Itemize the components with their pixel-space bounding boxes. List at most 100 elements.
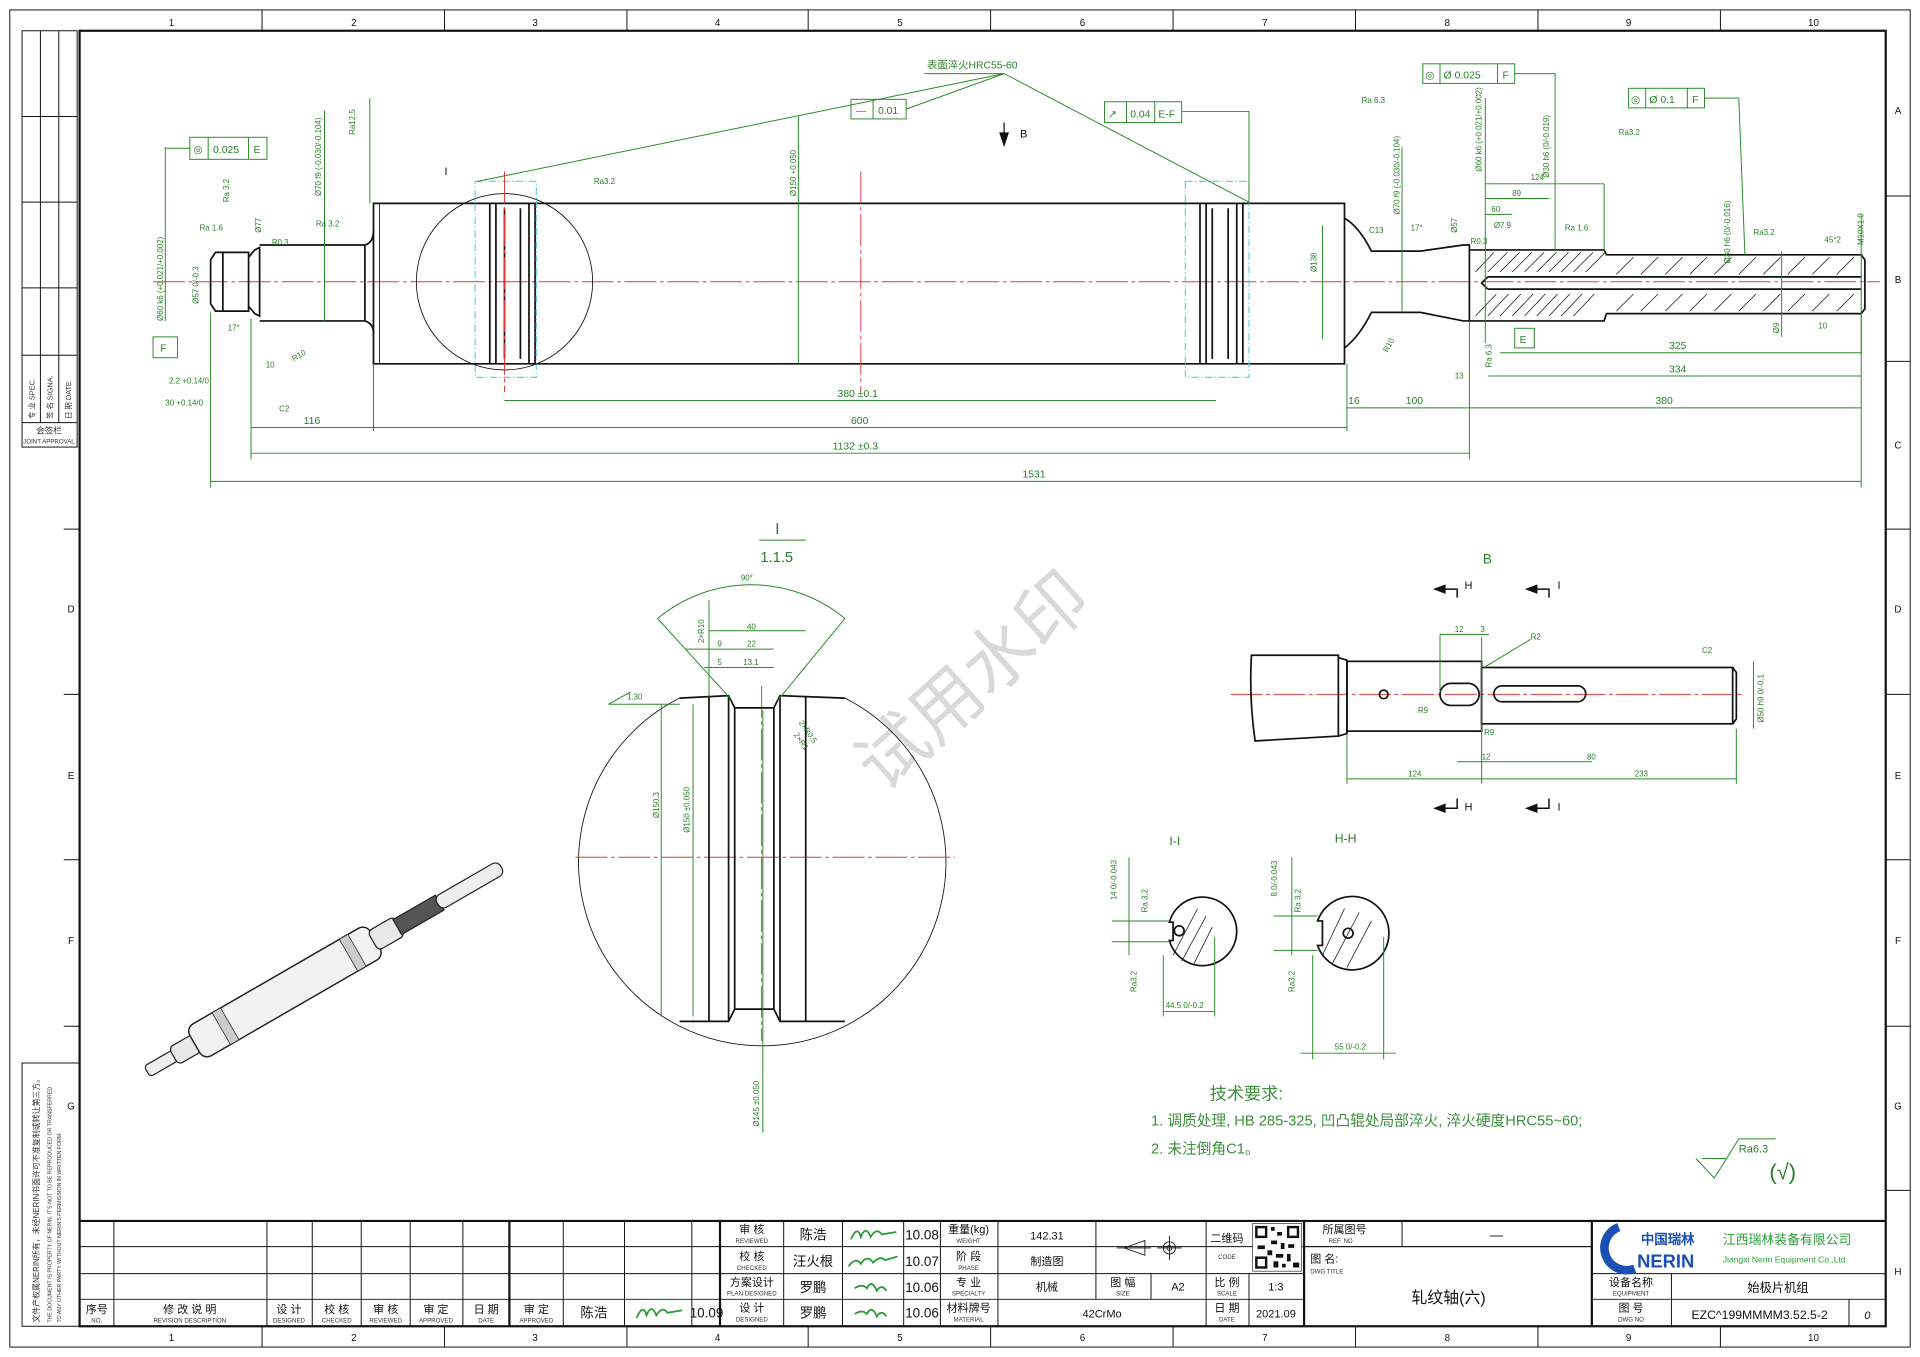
dim-label: Ø138 bbox=[1309, 252, 1318, 272]
dim-label: Ø60 k6 (+0.021/+0.002) bbox=[1475, 87, 1484, 172]
dim-label: 60 bbox=[1491, 205, 1500, 214]
dim-label: 380 bbox=[1656, 396, 1674, 407]
ruler-col-8: 8 bbox=[1445, 18, 1451, 29]
ruler-col-10: 10 bbox=[1808, 18, 1819, 29]
dim-label: 44.5 0/-0.2 bbox=[1166, 1001, 1205, 1010]
ruler-row-g-left: G bbox=[67, 1102, 75, 1113]
header-no: 序号 bbox=[86, 1302, 108, 1316]
ref-no-value: — bbox=[1490, 1227, 1504, 1242]
dim-label: 600 bbox=[851, 416, 869, 427]
sign-role-en: CHECKED bbox=[737, 1265, 767, 1272]
dim-label: Ra12.5 bbox=[348, 109, 357, 135]
approved-date: 10.09 bbox=[690, 1306, 724, 1321]
code-label-en: CODE bbox=[1218, 1254, 1236, 1261]
scale-value: 1:3 bbox=[1268, 1282, 1283, 1294]
roughness-other: (√) bbox=[1769, 1159, 1796, 1184]
size-label: 图 幅 bbox=[1110, 1276, 1135, 1289]
sign-date: 10.06 bbox=[905, 1280, 939, 1295]
sheet-frame: 1 2 3 4 5 6 7 8 9 10 1 2 3 4 5 6 7 8 9 1… bbox=[9, 9, 1911, 1348]
dim-label: 2×R10 bbox=[697, 619, 706, 643]
straightness-icon: — bbox=[856, 106, 867, 117]
ruler-col-6-bottom: 6 bbox=[1080, 1333, 1086, 1344]
fcf-datum: F bbox=[1502, 71, 1508, 82]
ruler-row-b: B bbox=[1895, 275, 1902, 286]
ruler-col-1: 1 bbox=[169, 18, 174, 29]
sign-name: 汪火根 bbox=[793, 1254, 833, 1269]
dim-label: Ra 3.2 bbox=[222, 178, 231, 202]
signature-image bbox=[635, 1308, 683, 1319]
ruler-row-d-left: D bbox=[67, 604, 74, 615]
dim-label: Ra 1.6 bbox=[1565, 223, 1589, 232]
ruler-row-c: C bbox=[1894, 440, 1901, 451]
dim-label: R2 bbox=[1531, 632, 1542, 641]
fcf-datum: F bbox=[1692, 95, 1698, 106]
copyright-cn: 文件产权属NERIN所有，未经NERIN书面许可不准复制或转让第三方。 bbox=[31, 1075, 41, 1323]
detail-i-view: I 1.1.5 90° 2×R10 40 9 22 5 13.1 1.30 Ø1… bbox=[575, 521, 956, 1133]
sign-date: 10.08 bbox=[905, 1227, 939, 1242]
ruler-row-d: D bbox=[1894, 604, 1901, 615]
dim-label: Ra 1.6 bbox=[200, 223, 224, 232]
header-date: 日 期 bbox=[474, 1303, 499, 1316]
dim-label: R0.3 bbox=[1471, 237, 1488, 246]
dim-label: 16 bbox=[1348, 396, 1360, 407]
dim-label: 2.2 +0.14/0 bbox=[169, 376, 210, 385]
dim-label: Ø150 +0.050 bbox=[789, 149, 798, 196]
sign-date: 10.07 bbox=[905, 1254, 939, 1269]
copyright-en-1: THE DOCUMENT IS PROPERTY OF NERIN, IT'S … bbox=[47, 1087, 53, 1323]
sign-date: 10.06 bbox=[905, 1306, 939, 1321]
dim-label: 334 bbox=[1669, 364, 1687, 375]
dim-label: 30 +0.14/0 bbox=[165, 398, 203, 407]
material-value: 42CrMo bbox=[1082, 1309, 1121, 1321]
dwg-title-value: 轧纹轴(六) bbox=[1411, 1289, 1485, 1307]
dim-label: Ø30 h6 (0/-0.019) bbox=[1542, 115, 1551, 178]
material-label: 材料牌号 bbox=[947, 1301, 991, 1315]
header-reviewed-en: REVIEWED bbox=[369, 1318, 402, 1325]
ruler-row-g: G bbox=[1894, 1102, 1902, 1113]
fcf-value: 0.04 bbox=[1130, 110, 1150, 121]
dim-label: 1132 ±0.3 bbox=[833, 442, 879, 453]
material-label-en: MATERIAL bbox=[954, 1316, 985, 1323]
ruler-row-h: H bbox=[1894, 1267, 1901, 1278]
date-label: 日 期 bbox=[1214, 1302, 1239, 1315]
dim-label: 13 bbox=[1455, 372, 1464, 381]
watermark: 试用水印 bbox=[841, 557, 1105, 806]
technical-requirements: 技术要求: 1. 调质处理, HB 285-325, 凹凸辊处局部淬火, 淬火硬… bbox=[1151, 1084, 1796, 1185]
approved-label-en: APPROVED bbox=[519, 1318, 554, 1325]
dim-label: 233 bbox=[1635, 769, 1649, 778]
dim-label: Ø7.9 bbox=[1494, 221, 1512, 230]
dim-label: 9 bbox=[718, 640, 723, 649]
isometric-shaft-image bbox=[144, 862, 504, 1077]
section-i-marker: I bbox=[1558, 580, 1561, 592]
datum-f: F bbox=[160, 344, 166, 355]
header-reviewed: 审 核 bbox=[373, 1302, 398, 1316]
ruler-col-5: 5 bbox=[897, 18, 903, 29]
ruler-col-10-bottom: 10 bbox=[1808, 1333, 1819, 1344]
dwg-no-value: EZC^199MMMM3.52.5-2 bbox=[1691, 1308, 1827, 1322]
sign-role-en: REVIEWED bbox=[736, 1238, 769, 1245]
dim-label: R0.3 bbox=[272, 238, 289, 247]
ruler-col-4-bottom: 4 bbox=[715, 1333, 721, 1344]
signature-image bbox=[850, 1229, 897, 1240]
view-b-arrow-icon bbox=[999, 122, 1009, 148]
dim-label: 13.1 bbox=[743, 658, 759, 667]
ruler-col-9: 9 bbox=[1626, 18, 1631, 29]
dim-label: Ø70 f9 (-0.030/-0.104) bbox=[314, 117, 323, 196]
dim-label: C2 bbox=[1702, 646, 1713, 655]
company-name-cn: 江西瑞林装备有限公司 bbox=[1723, 1233, 1851, 1247]
signature-image bbox=[854, 1308, 888, 1319]
dim-label: 100 bbox=[1406, 396, 1424, 407]
concentricity-icon: ◎ bbox=[1631, 95, 1640, 106]
ruler-col-2-bottom: 2 bbox=[351, 1333, 356, 1344]
dim-label: Ra 6.3 bbox=[1362, 96, 1386, 105]
sign-role: 设 计 bbox=[739, 1302, 764, 1315]
dim-label: 10 bbox=[1818, 321, 1827, 330]
equipment-label-en: EQUIPMENT bbox=[1613, 1291, 1650, 1298]
ruler-col-7: 7 bbox=[1262, 18, 1267, 29]
approved-label: 审 定 bbox=[524, 1302, 549, 1316]
dim-label: 55 0/-0.2 bbox=[1335, 1043, 1367, 1052]
fcf-right-1: ◎ Ø 0.025 F bbox=[1422, 63, 1516, 84]
phase-value: 制造图 bbox=[1030, 1254, 1063, 1268]
sign-role: 方案设计 bbox=[730, 1275, 774, 1289]
header-description-en: REVISION DESCRIPTION bbox=[153, 1318, 226, 1325]
fcf-right-2: ◎ Ø 0.1 F bbox=[1628, 87, 1705, 109]
